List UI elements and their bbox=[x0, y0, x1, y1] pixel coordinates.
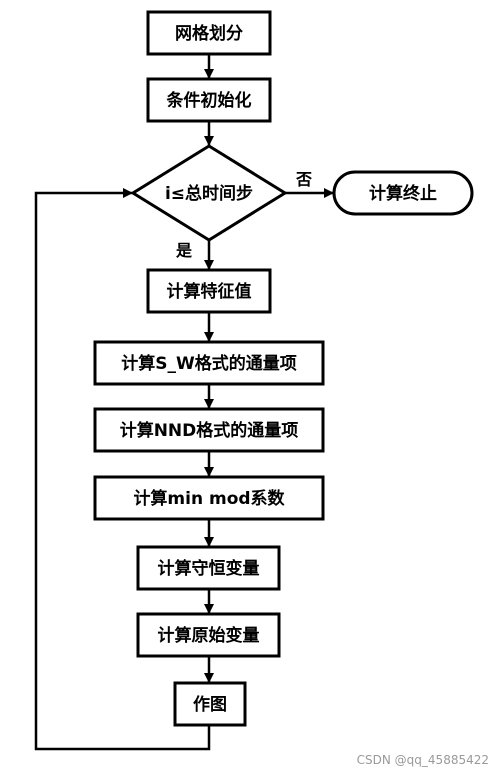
node-primitive-label: 计算原始变量 bbox=[158, 625, 260, 646]
node-plot: 作图 bbox=[173, 681, 247, 727]
node-minmod: 计算min mod系数 bbox=[93, 475, 325, 521]
edge-label-no: 否 bbox=[295, 170, 312, 189]
node-init-label: 条件初始化 bbox=[166, 90, 252, 111]
edge-label-yes: 是 bbox=[175, 241, 192, 260]
node-eigen: 计算特征值 bbox=[146, 268, 272, 314]
node-end-label: 计算终止 bbox=[369, 183, 437, 204]
connectors bbox=[34, 54, 334, 751]
node-minmod-label: 计算min mod系数 bbox=[133, 488, 285, 509]
node-condition: i≤总时间步 bbox=[130, 144, 288, 242]
node-primitive: 计算原始变量 bbox=[136, 612, 281, 658]
node-mesh-label: 网格划分 bbox=[175, 23, 243, 44]
node-nnd-flux: 计算NND格式的通量项 bbox=[93, 407, 325, 453]
node-sw-flux-label: 计算S_W格式的通量项 bbox=[121, 353, 297, 374]
node-mesh: 网格划分 bbox=[146, 10, 272, 56]
node-sw-flux: 计算S_W格式的通量项 bbox=[93, 340, 325, 386]
node-nnd-flux-label: 计算NND格式的通量项 bbox=[120, 420, 299, 441]
watermark: CSDN @qq_45885422 bbox=[356, 753, 489, 767]
node-plot-label: 作图 bbox=[193, 694, 227, 715]
node-end: 计算终止 bbox=[332, 170, 474, 216]
arrow-loop-back bbox=[34, 188, 211, 751]
node-eigen-label: 计算特征值 bbox=[167, 281, 252, 302]
node-conserved: 计算守恒变量 bbox=[136, 545, 281, 591]
node-conserved-label: 计算守恒变量 bbox=[158, 558, 260, 579]
node-init: 条件初始化 bbox=[146, 77, 272, 123]
node-condition-label: i≤总时间步 bbox=[165, 183, 253, 204]
